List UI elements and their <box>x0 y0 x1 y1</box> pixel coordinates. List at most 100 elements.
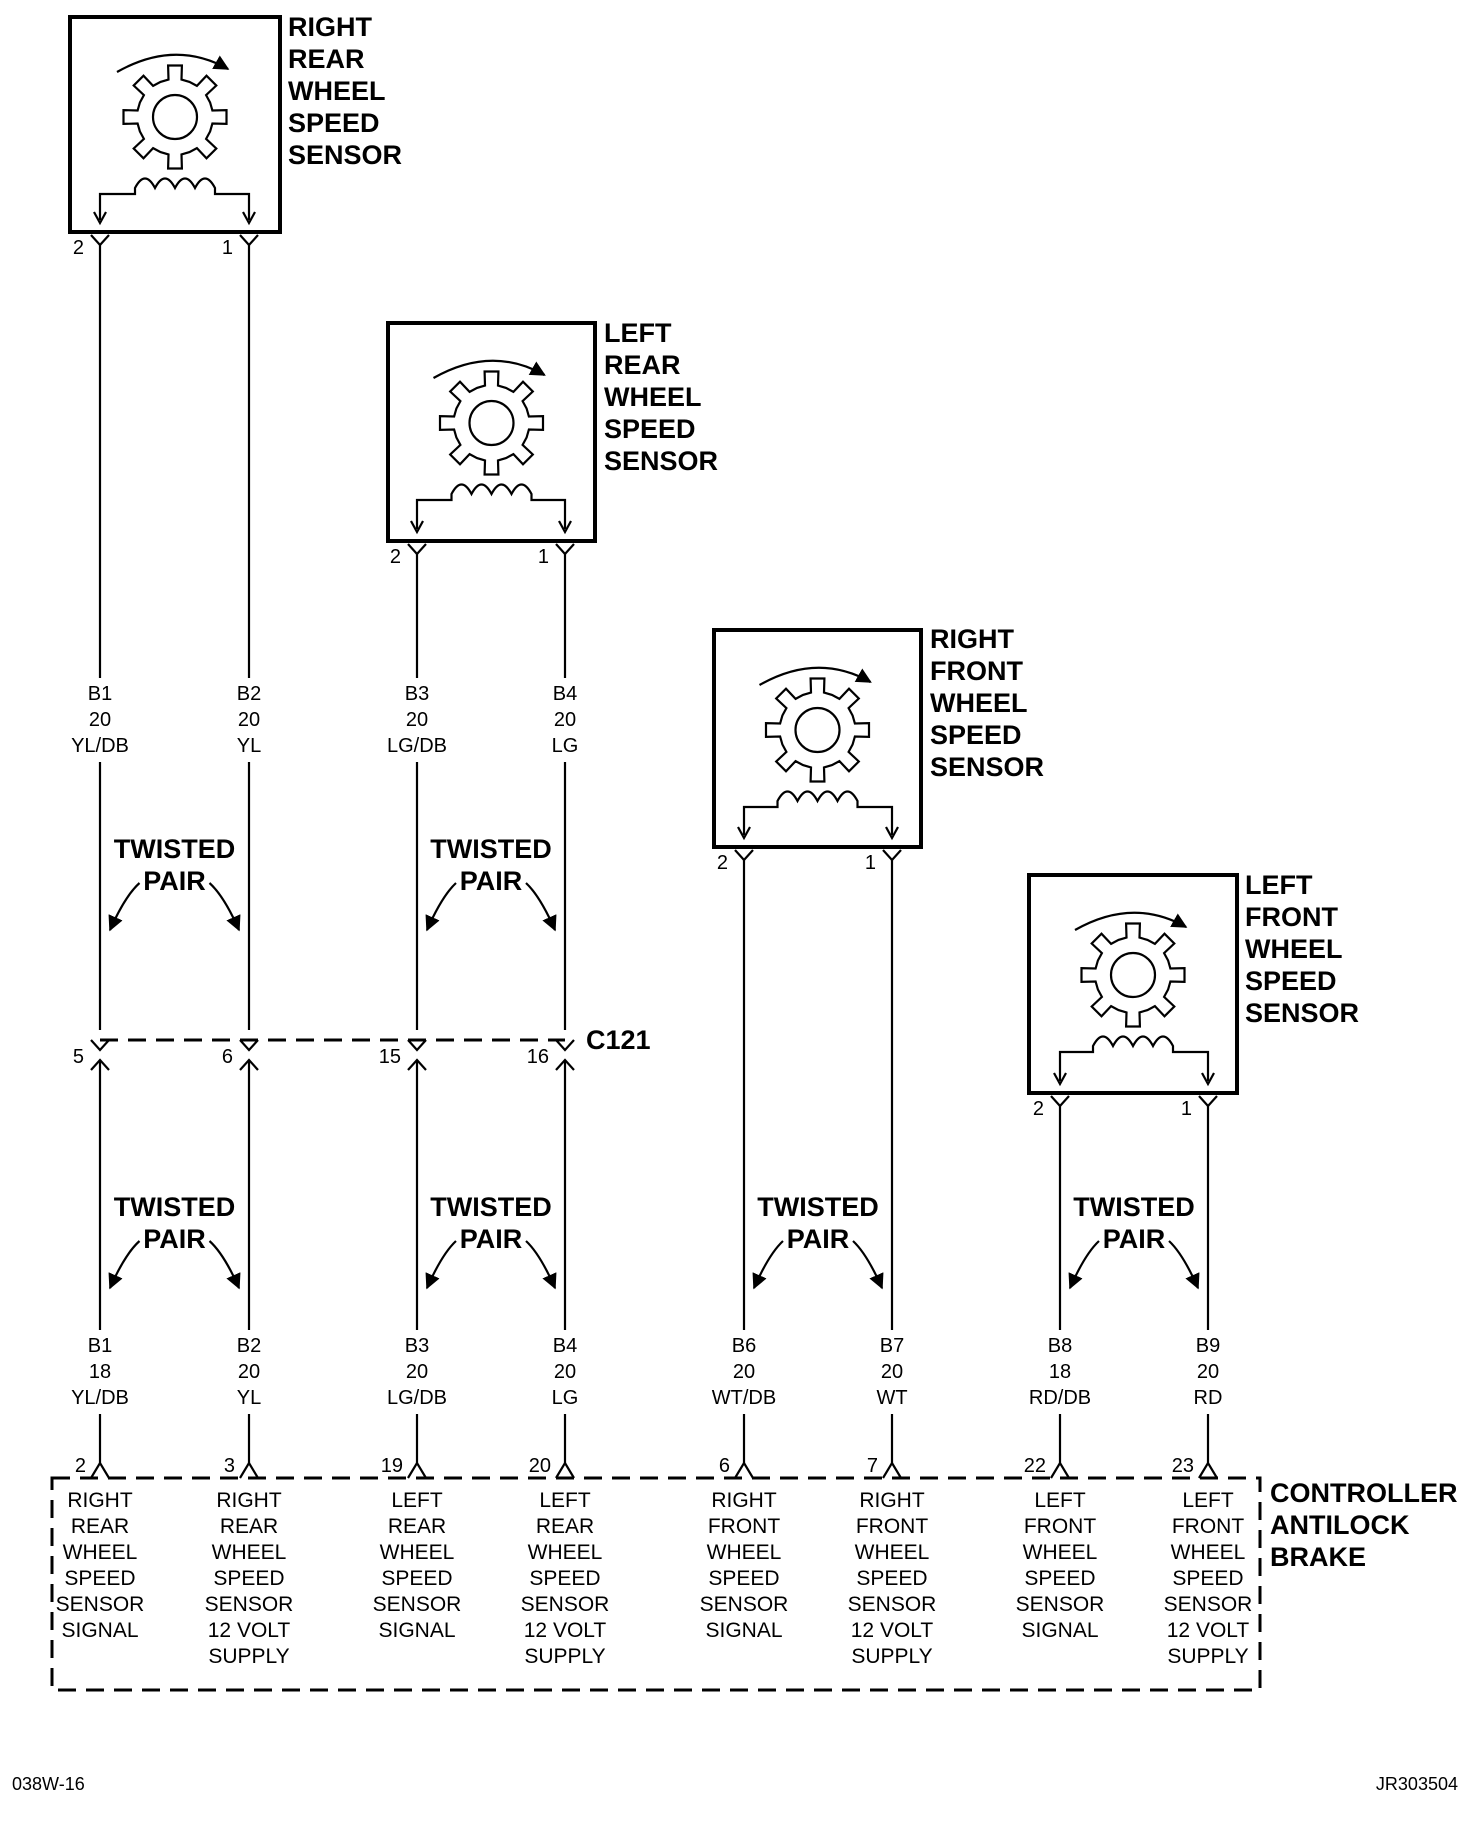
controller-function-line: SIGNAL <box>705 1619 782 1642</box>
sensor-label-line: SPEED <box>604 414 696 444</box>
controller-function-line: 12 VOLT <box>524 1619 607 1642</box>
controller-pin-icon <box>882 1460 902 1479</box>
connector-pin-number: 5 <box>73 1046 84 1068</box>
wire-circuit: B6 <box>732 1335 756 1357</box>
sensor-pin-number: 2 <box>390 546 401 568</box>
twisted-label-line: PAIR <box>143 866 206 896</box>
sensor-label-line: FRONT <box>930 656 1023 686</box>
controller-pin-number: 2 <box>75 1455 86 1477</box>
wire-color: YL/DB <box>71 735 129 757</box>
wire-circuit: B9 <box>1196 1335 1220 1357</box>
lead-arrow-icon <box>93 211 107 226</box>
controller-function-line: SPEED <box>213 1567 284 1590</box>
wire-circuit: B1 <box>88 683 112 705</box>
twisted-label-line: TWISTED <box>114 1192 236 1222</box>
wire-color: RD/DB <box>1029 1387 1091 1409</box>
sensor-label-line: LEFT <box>604 318 672 348</box>
wire-gauge: 20 <box>89 709 111 731</box>
controller-function-line: SUPPLY <box>208 1645 289 1668</box>
controller-pin-number: 6 <box>719 1455 730 1477</box>
sensor-pin-connector-icon <box>90 234 110 247</box>
twisted-arrow-icon <box>1068 1240 1100 1290</box>
gear-hub-icon <box>151 93 199 141</box>
controller-function-line: RIGHT <box>216 1489 282 1512</box>
controller-function-line: SPEED <box>1024 1567 1095 1590</box>
lead-arrow-icon <box>1201 1072 1215 1087</box>
wire-circuit: B4 <box>553 683 577 705</box>
controller-function-line: SPEED <box>529 1567 600 1590</box>
twisted-arrow-icon <box>425 882 457 932</box>
sensor-pin-number: 2 <box>1033 1098 1044 1120</box>
twisted-label-line: TWISTED <box>114 834 236 864</box>
controller-function-line: SPEED <box>381 1567 452 1590</box>
connector-pin-number: 16 <box>527 1046 549 1068</box>
rotation-arrow-icon <box>1074 911 1188 931</box>
sensor-pin-number: 2 <box>717 852 728 874</box>
wires-layer: B120YL/DBB220YLB320LG/DBB420LGB118YL/DBB… <box>71 245 1222 1463</box>
controller-function-line: SIGNAL <box>1021 1619 1098 1642</box>
controller-pin-icon <box>555 1460 575 1479</box>
controller-function-line: LEFT <box>539 1489 591 1512</box>
controller-function-line: SIGNAL <box>61 1619 138 1642</box>
controller-function-line: SIGNAL <box>378 1619 455 1642</box>
sensor-label-line: WHEEL <box>604 382 702 412</box>
sensor-pin-connector-icon <box>882 849 902 862</box>
connector-pin-icon <box>90 1058 110 1071</box>
sensor-label-line: REAR <box>604 350 681 380</box>
controller-function-line: WHEEL <box>1171 1541 1246 1564</box>
controller-function-line: SENSOR <box>56 1593 145 1616</box>
sensor-housing <box>68 15 282 234</box>
sensor-pin-number: 2 <box>73 237 84 259</box>
controller-antilock-brake: CONTROLLERANTILOCKBRAKE2RIGHTREARWHEELSP… <box>50 1455 1457 1692</box>
controller-label-line: BRAKE <box>1270 1542 1366 1572</box>
twisted-arrow-icon <box>208 882 241 932</box>
twisted-label-line: TWISTED <box>430 1192 552 1222</box>
controller-function-line: SUPPLY <box>851 1645 932 1668</box>
controller-function-line: 12 VOLT <box>208 1619 291 1642</box>
controller-function-line: SENSOR <box>373 1593 462 1616</box>
footer-right-code: JR303504 <box>1376 1774 1458 1794</box>
wire-color: LG/DB <box>387 1387 447 1409</box>
controller-function-line: SENSOR <box>848 1593 937 1616</box>
sensor-pin-connector-icon <box>734 849 754 862</box>
sensor-pin-number: 1 <box>1181 1098 1192 1120</box>
controller-function-line: FRONT <box>1172 1515 1244 1538</box>
wire-gauge: 20 <box>406 1361 428 1383</box>
controller-function-line: REAR <box>220 1515 278 1538</box>
controller-function-line: LEFT <box>391 1489 443 1512</box>
controller-function-line: REAR <box>536 1515 594 1538</box>
connector-pin-icon <box>239 1039 259 1052</box>
sensor-label-line: RIGHT <box>930 624 1015 654</box>
sensor-label-line: FRONT <box>1245 902 1338 932</box>
pickup-coil-icon <box>415 483 567 529</box>
controller-label-line: ANTILOCK <box>1270 1510 1410 1540</box>
controller-pin-icon <box>239 1460 259 1479</box>
controller-function-line: REAR <box>388 1515 446 1538</box>
twisted-arrow-icon <box>525 882 557 932</box>
controller-function-line: SENSOR <box>1164 1593 1253 1616</box>
twisted-arrow-icon <box>208 1240 241 1290</box>
lead-arrow-icon <box>737 826 751 841</box>
gear-hub-icon <box>1109 951 1157 999</box>
lead-arrow-icon <box>885 826 899 841</box>
sensor-label-line: SPEED <box>288 108 380 138</box>
controller-pin-icon <box>90 1460 110 1479</box>
twisted-arrow-icon <box>752 1240 784 1290</box>
controller-function-line: RIGHT <box>711 1489 777 1512</box>
twisted-label-line: PAIR <box>787 1224 850 1254</box>
controller-function-line: LEFT <box>1182 1489 1234 1512</box>
